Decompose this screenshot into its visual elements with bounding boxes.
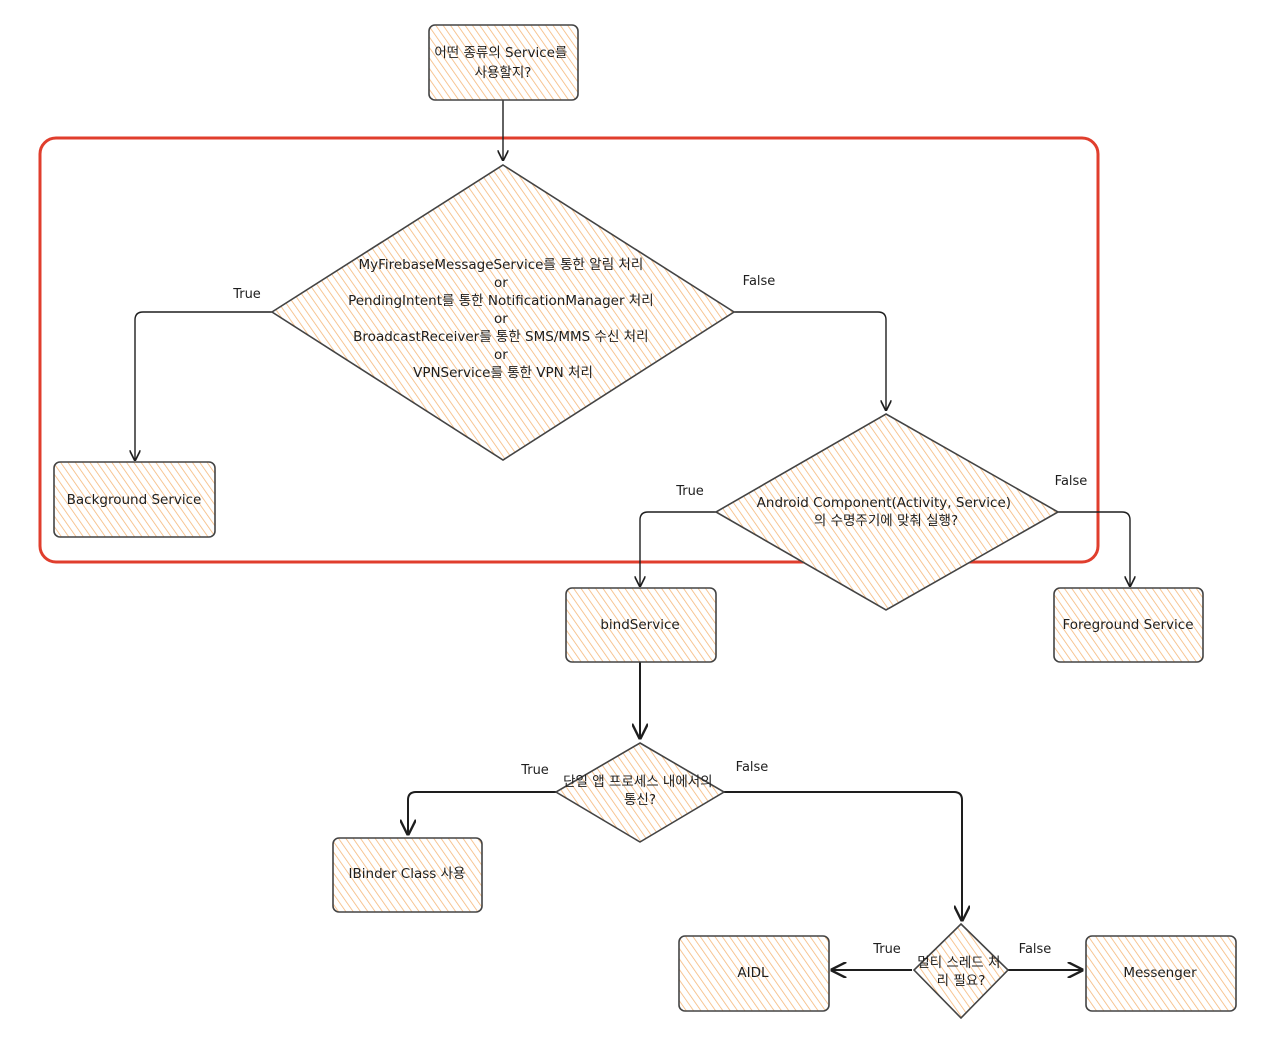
node-decision-main: MyFirebaseMessageService를 통한 알림 처리 or Pe… — [270, 164, 736, 461]
node-decision-single-process-label: 단일 앱 프로세스 내에서의 통신? — [563, 774, 717, 808]
node-decision-multithread: 멀티 스레드 처 리 필요? — [912, 922, 1010, 1020]
node-decision-lifecycle-label: Android Component(Activity, Service) 의 수… — [757, 495, 1016, 529]
node-aidl-label: AIDL — [737, 965, 769, 981]
edge-label-multi-true: True — [872, 942, 901, 957]
node-decision-lifecycle: Android Component(Activity, Service) 의 수… — [714, 413, 1060, 611]
edge-label-lifecycle-false: False — [1055, 474, 1088, 489]
edge-label-multi-false: False — [1019, 942, 1052, 957]
node-background-service-label: Background Service — [67, 492, 202, 508]
node-start: 어떤 종류의 Service를 사용할지? — [428, 24, 579, 101]
node-decision-main-label: MyFirebaseMessageService를 통한 알림 처리 or Pe… — [348, 257, 658, 381]
edge-label-main-true: True — [232, 287, 261, 302]
edge-lifecycle-false — [1058, 511, 1130, 586]
node-aidl: AIDL — [678, 935, 830, 1012]
edge-main-true — [135, 311, 272, 460]
node-ibinder-class-label: IBinder Class 사용 — [349, 866, 466, 882]
node-start-label: 어떤 종류의 Service를 사용할지? — [434, 45, 571, 81]
edge-single-true — [408, 791, 556, 834]
edge-lifecycle-true — [640, 511, 716, 586]
highlight-frame — [38, 136, 1100, 564]
node-messenger: Messenger — [1085, 935, 1237, 1012]
edge-single-false — [724, 791, 962, 920]
edge-label-main-false: False — [743, 274, 776, 289]
node-bind-service-label: bindService — [600, 617, 679, 633]
node-foreground-service: Foreground Service — [1053, 587, 1204, 663]
node-foreground-service-label: Foreground Service — [1062, 617, 1193, 633]
edge-label-single-false: False — [736, 760, 769, 775]
node-messenger-label: Messenger — [1123, 965, 1197, 981]
node-background-service: Background Service — [53, 461, 216, 538]
node-ibinder-class: IBinder Class 사용 — [332, 837, 483, 913]
edge-label-single-true: True — [520, 763, 549, 778]
edge-main-false — [734, 311, 886, 410]
node-decision-multithread-label: 멀티 스레드 처 리 필요? — [917, 955, 1004, 989]
node-decision-single-process: 단일 앱 프로세스 내에서의 통신? — [554, 742, 726, 843]
node-bind-service: bindService — [565, 587, 717, 663]
edge-label-lifecycle-true: True — [675, 484, 704, 499]
